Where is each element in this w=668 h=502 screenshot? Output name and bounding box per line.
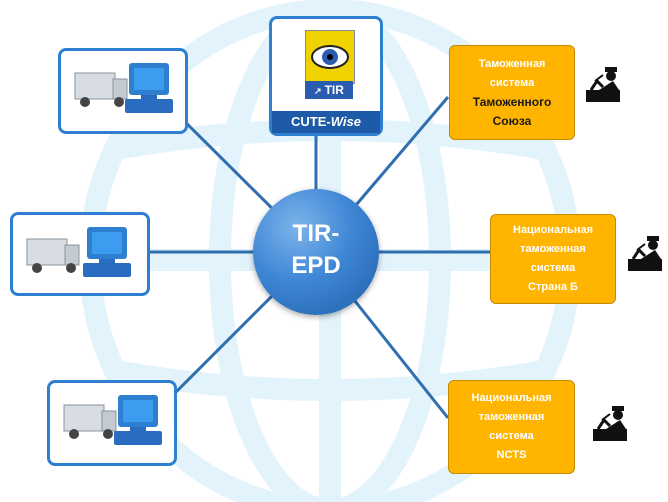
customs-3-line-2: таможенная xyxy=(478,411,545,423)
cute-brand-prefix: CUTE- xyxy=(291,114,331,129)
truck-computer-icon xyxy=(63,395,162,445)
customs-officer-icon xyxy=(593,406,627,441)
customs-1-line-4: Союза xyxy=(492,113,532,128)
customs-1-line-3: Таможенного xyxy=(472,94,552,109)
customs-box-1: Таможенная система Таможенного Союза xyxy=(449,45,575,140)
customs-1-line-2: система xyxy=(489,76,535,89)
eye-icon xyxy=(305,30,355,84)
cute-wise-brand: CUTE-Wise xyxy=(272,111,380,133)
client-box-1 xyxy=(58,48,188,134)
tir-epd-hub: TIR- EPD xyxy=(253,189,379,315)
customs-3-line-4: NCTS xyxy=(496,449,527,461)
customs-2-line-2: таможенная xyxy=(520,243,586,255)
customs-box-2: Национальная таможенная система Страна Б xyxy=(490,214,616,304)
truck-computer-icon xyxy=(26,227,131,277)
truck-computer-icon xyxy=(74,63,173,113)
hub-line-2: EPD xyxy=(291,252,341,279)
customs-3-line-3: система xyxy=(489,430,534,442)
cute-wise-box: ↗TIR CUTE-Wise xyxy=(269,16,383,136)
customs-1-line-1: Таможенная xyxy=(478,57,546,70)
cute-brand-suffix: Wise xyxy=(330,114,361,129)
customs-2-line-1: Национальная xyxy=(513,224,593,236)
customs-box-3: Национальная таможенная система NCTS xyxy=(448,380,575,474)
customs-3-line-1: Национальная xyxy=(471,392,552,404)
customs-officer-icon xyxy=(628,236,662,271)
client-box-2 xyxy=(10,212,150,296)
tir-label: ↗TIR xyxy=(305,81,353,99)
customs-2-line-3: система xyxy=(530,262,576,274)
hub-line-1: TIR- xyxy=(292,220,340,247)
client-box-3 xyxy=(47,380,177,466)
customs-officer-icon xyxy=(586,67,620,102)
customs-2-line-4: Страна Б xyxy=(528,281,578,293)
